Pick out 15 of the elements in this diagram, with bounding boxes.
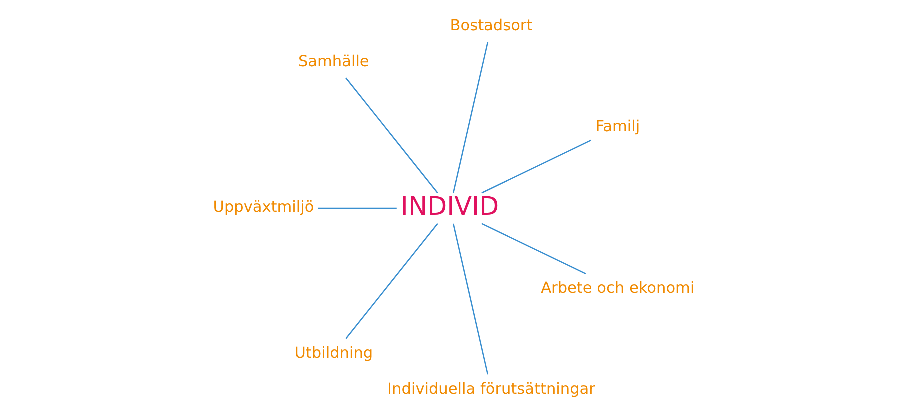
- connector: [482, 223, 586, 275]
- node-text: Familj: [596, 117, 640, 136]
- node-text: Uppväxtmiljö: [213, 198, 314, 216]
- connector: [346, 223, 438, 340]
- node-text: Arbete och ekonomi: [541, 279, 695, 298]
- node-text: Bostadsort: [450, 16, 533, 35]
- connector: [346, 78, 438, 194]
- connector: [318, 208, 397, 210]
- node-text: INDIVID: [400, 192, 500, 222]
- node-text: Samhälle: [298, 52, 370, 71]
- node-text: Utbildning: [294, 344, 374, 362]
- node-text: Individuella förutsättningar: [388, 380, 596, 398]
- connector: [482, 140, 592, 194]
- connector: [452, 42, 489, 194]
- connector: [452, 224, 489, 375]
